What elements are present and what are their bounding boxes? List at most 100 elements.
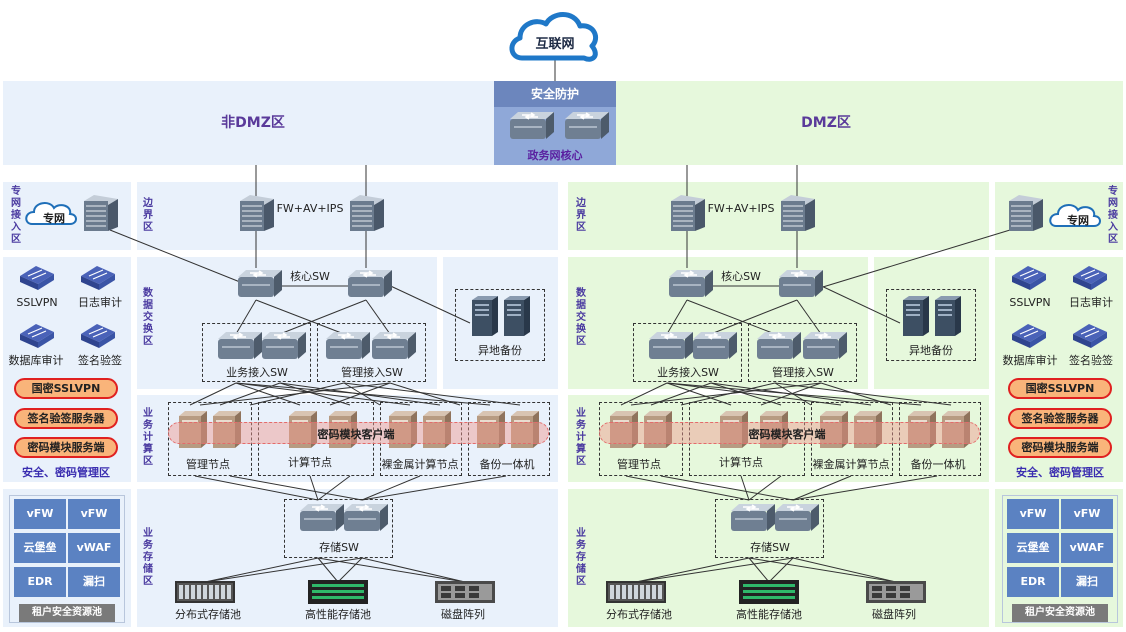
sec-item-log-audit-dmz: 日志审计 — [1069, 296, 1113, 309]
tenant-pool-title-dmz: 租户安全资源池 — [1012, 604, 1108, 622]
compute-group-compute — [258, 402, 374, 476]
storage-pool-label-dmz: 高性能存储池 — [736, 608, 802, 621]
service-gm-sslvpn-dmz: 国密SSLVPN — [1008, 378, 1112, 399]
zone-label-data-switch: 数据交换区 — [143, 288, 153, 347]
compute-group-compute-dmz — [689, 402, 805, 476]
sec-item-log-audit: 日志审计 — [78, 296, 122, 309]
tenant-tile: vFW — [68, 499, 120, 529]
compute-node-label-dmz: 裸金属计算节点 — [812, 458, 890, 471]
mgmt-access-sw-group-dmz — [748, 323, 857, 382]
crypto-client-bar — [168, 422, 549, 444]
right-backup-zone — [874, 257, 989, 389]
dmz-region — [616, 81, 1123, 165]
crypto-client-label: 密码模块客户端 — [317, 428, 395, 441]
security-protection-label: 安全防护 — [530, 87, 580, 101]
right-border-zone — [568, 182, 989, 250]
tenant-tile-dmz: vWAF — [1061, 533, 1113, 563]
zone-label-private-access: 专网接入区 — [11, 186, 21, 245]
business-access-sw-group — [202, 323, 311, 382]
remote-backup-group — [455, 289, 545, 361]
remote-backup-label-dmz: 异地备份 — [909, 344, 953, 357]
business-access-sw-label: 业务接入SW — [226, 366, 288, 379]
tenant-pool-frame-dmz — [1002, 495, 1118, 623]
business-access-sw-group-dmz — [633, 323, 742, 382]
non-dmz-title: 非DMZ区 — [221, 115, 285, 131]
core-sw-label-dmz: 核心SW — [721, 270, 761, 283]
tenant-tile: 云堡垒 — [14, 533, 66, 563]
tenant-tile-dmz: vFW — [1007, 499, 1059, 529]
storage-array-icon — [175, 580, 926, 604]
non-dmz-region — [3, 81, 494, 165]
storage-sw-group — [284, 499, 393, 558]
compute-group-mgmt — [168, 402, 252, 476]
tenant-tile: EDR — [14, 567, 66, 597]
crypto-client-label-dmz: 密码模块客户端 — [748, 428, 826, 441]
sec-item-db-audit-dmz: 数据库审计 — [1002, 354, 1058, 367]
left-backup-zone — [443, 257, 558, 389]
left-border-zone — [137, 182, 558, 250]
tenant-pool-title: 租户安全资源池 — [19, 604, 115, 622]
service-crypto-server: 密码模块服务端 — [14, 437, 118, 458]
compute-node-label: 备份一体机 — [479, 458, 535, 471]
service-gm-sslvpn: 国密SSLVPN — [14, 378, 118, 399]
storage-pool-label-dmz: 磁盘阵列 — [872, 608, 916, 621]
internet-cloud-icon — [509, 12, 598, 62]
tenant-tile-dmz: 漏扫 — [1061, 567, 1113, 597]
compute-node-label: 管理节点 — [186, 458, 230, 471]
security-mgmt-title: 安全、密码管理区 — [22, 466, 110, 479]
storage-sw-label: 存储SW — [319, 541, 359, 554]
remote-backup-group-dmz — [886, 289, 976, 361]
gov-core-label: 政务网核心 — [527, 149, 583, 162]
mgmt-access-sw-label: 管理接入SW — [341, 366, 403, 379]
sec-item-sign-verify: 签名验签 — [78, 354, 122, 367]
compute-node-label-dmz: 管理节点 — [617, 458, 661, 471]
zone-label-business-compute-dmz: 业务计算区 — [576, 408, 586, 467]
private-net-label-dmz: 专网 — [1067, 214, 1089, 227]
remote-backup-label: 异地备份 — [478, 344, 522, 357]
storage-pool-label: 磁盘阵列 — [441, 608, 485, 621]
mgmt-access-sw-label-dmz: 管理接入SW — [772, 366, 834, 379]
storage-pool-label: 分布式存储池 — [175, 608, 241, 621]
core-switch-icon — [509, 111, 610, 140]
sec-item-sign-verify-dmz: 签名验签 — [1069, 354, 1113, 367]
fw-label-dmz: FW+AV+IPS — [707, 202, 775, 215]
tenant-tile-dmz: 云堡垒 — [1007, 533, 1059, 563]
compute-group-baremetal — [380, 402, 462, 476]
mgmt-access-sw-group — [317, 323, 426, 382]
security-mgmt-title-dmz: 安全、密码管理区 — [1016, 466, 1104, 479]
core-sw-label: 核心SW — [290, 270, 330, 283]
service-sign-server: 签名验签服务器 — [14, 408, 118, 429]
zone-label-border-dmz: 边界区 — [576, 198, 586, 233]
security-header — [494, 81, 616, 107]
tenant-tile: vFW — [14, 499, 66, 529]
zone-label-data-switch-dmz: 数据交换区 — [576, 288, 586, 347]
service-sign-server-dmz: 签名验签服务器 — [1008, 408, 1112, 429]
compute-group-backup-dmz — [899, 402, 981, 476]
service-crypto-server-dmz: 密码模块服务端 — [1008, 437, 1112, 458]
business-access-sw-label-dmz: 业务接入SW — [657, 366, 719, 379]
compute-node-label-dmz: 计算节点 — [719, 456, 763, 469]
zone-label-border: 边界区 — [143, 198, 153, 233]
tenant-tile: vWAF — [68, 533, 120, 563]
private-net-label: 专网 — [43, 212, 65, 225]
sec-item-sslvpn-dmz: SSLVPN — [1009, 296, 1051, 309]
compute-group-backup — [468, 402, 550, 476]
storage-sw-label-dmz: 存储SW — [750, 541, 790, 554]
tenant-tile: 漏扫 — [68, 567, 120, 597]
sec-item-db-audit: 数据库审计 — [8, 354, 64, 367]
storage-sw-group-dmz — [715, 499, 824, 558]
zone-label-business-storage: 业务存储区 — [143, 528, 153, 587]
zone-label-private-access-dmz: 专网接入区 — [1108, 186, 1118, 245]
compute-node-label: 计算节点 — [288, 456, 332, 469]
dmz-title: DMZ区 — [801, 115, 851, 131]
storage-pool-label-dmz: 分布式存储池 — [606, 608, 672, 621]
zone-label-business-compute: 业务计算区 — [143, 408, 153, 467]
compute-group-mgmt-dmz — [599, 402, 683, 476]
crypto-client-bar-dmz — [599, 422, 980, 444]
tenant-pool-frame — [9, 495, 125, 623]
internet-label: 互联网 — [535, 37, 575, 52]
storage-pool-label: 高性能存储池 — [305, 608, 371, 621]
compute-group-baremetal-dmz — [811, 402, 893, 476]
